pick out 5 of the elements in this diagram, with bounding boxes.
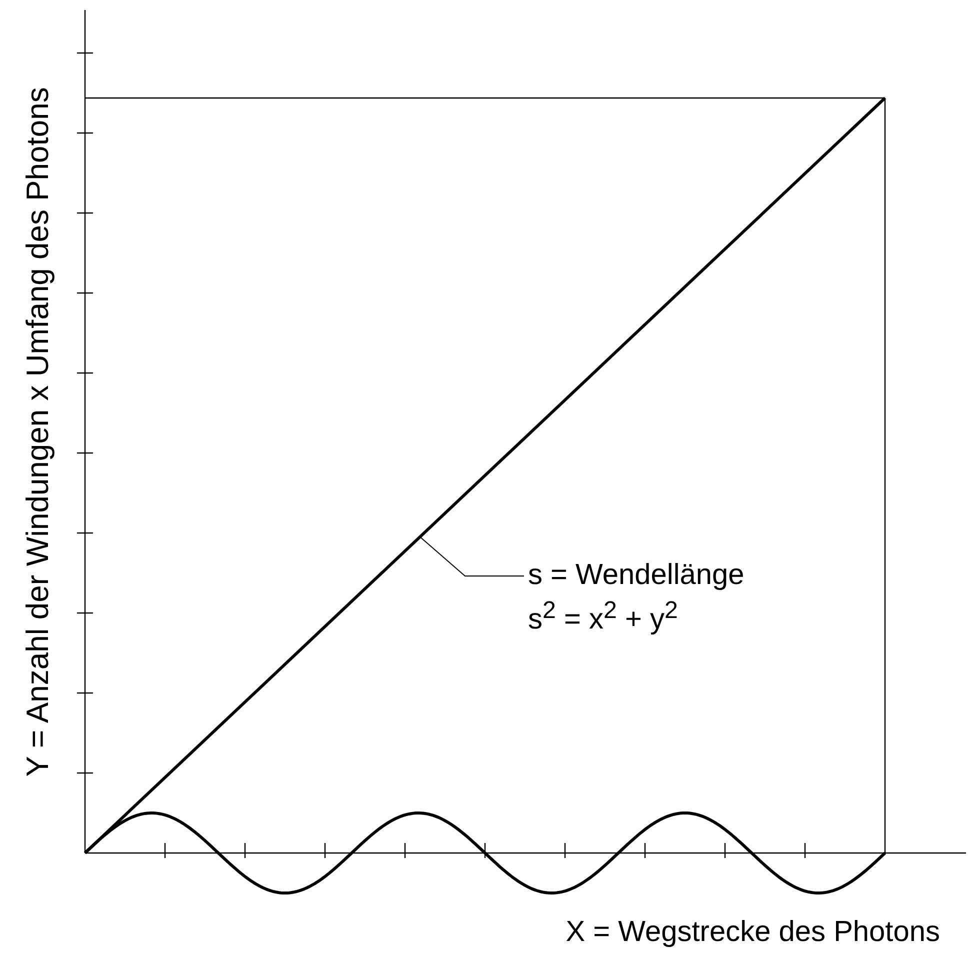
leader-line <box>420 536 524 576</box>
formula-text: s = Wendellänge <box>528 558 744 593</box>
formula-text: s$^{2}$ = x$^{2}$ + y$^{2}$ <box>528 596 679 638</box>
y-axis-title: Y = Anzahl der Windungen x Umfang des Photons <box>19 87 56 777</box>
x-axis-title: X = Wegstrecke des Photons <box>566 915 940 950</box>
